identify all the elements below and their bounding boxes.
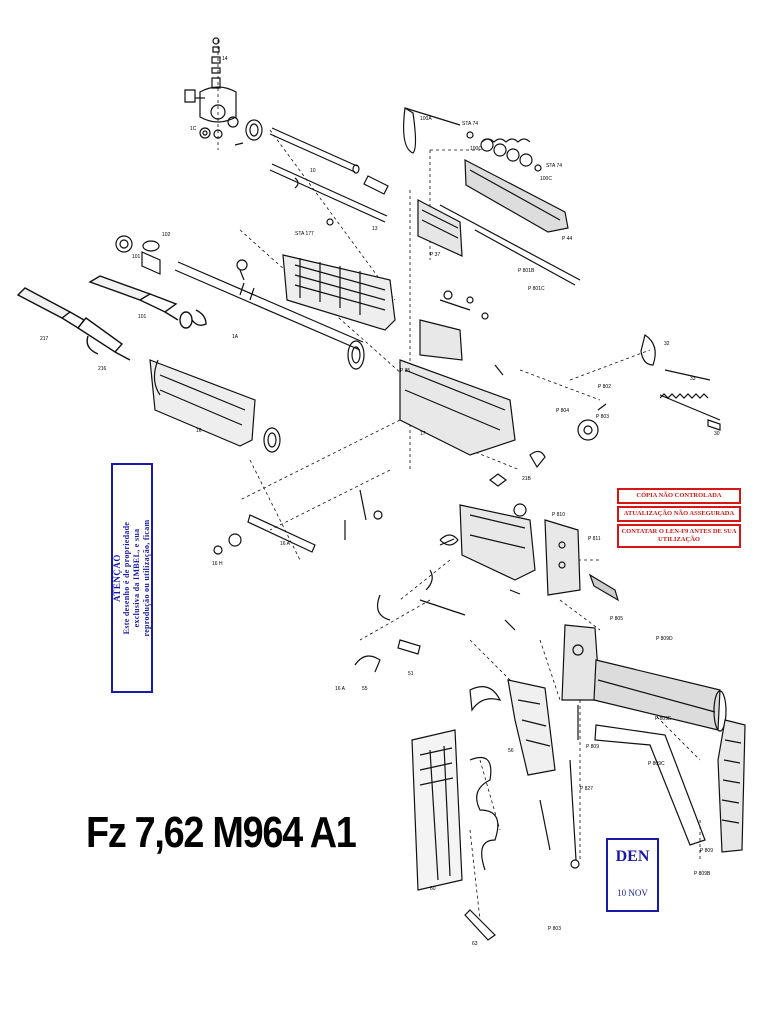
stamp-line: CONTATAR O LEN-F9 ANTES DE SUA UTILIZAÇÃ… [617, 524, 741, 548]
svg-text:P 37: P 37 [430, 252, 440, 258]
gas-cylinder [115, 235, 365, 370]
svg-text:1C: 1C [190, 126, 197, 132]
svg-text:P 811: P 811 [588, 536, 601, 542]
svg-text:STA 74: STA 74 [462, 121, 478, 127]
upper-handguard [282, 254, 396, 331]
front-sight-assembly [184, 37, 244, 146]
svg-text:P 809B: P 809B [694, 871, 711, 877]
svg-text:55: 55 [362, 686, 368, 692]
svg-text:32: 32 [664, 341, 670, 347]
svg-text:16 H: 16 H [212, 561, 223, 567]
svg-text:16 A: 16 A [335, 686, 346, 692]
svg-text:P 801B: P 801B [518, 268, 535, 274]
svg-text:100A: 100A [420, 116, 432, 122]
svg-text:P 803: P 803 [548, 926, 561, 932]
buttstock-parts [539, 624, 746, 869]
svg-text:P 802: P 802 [598, 384, 611, 390]
svg-text:P 827: P 827 [580, 786, 593, 792]
svg-text:P 801C: P 801C [528, 286, 545, 292]
notice-line: exclusiva da IMBEL, e sua [132, 528, 141, 628]
svg-text:P 35: P 35 [400, 368, 410, 374]
svg-text:17: 17 [420, 431, 426, 437]
svg-text:101: 101 [138, 314, 147, 320]
bayonet [16, 275, 207, 361]
svg-text:1A: 1A [232, 334, 239, 340]
notice-heading: ATENÇÃO [112, 554, 122, 602]
den-label: DEN [615, 848, 650, 865]
lower-receiver [354, 473, 581, 673]
svg-text:102: 102 [162, 232, 171, 238]
svg-text:30: 30 [714, 431, 720, 437]
uncontrolled-copy-stamp: CÓPIA NÃO CONTROLADA ATUALIZAÇÃO NÃO ASS… [617, 488, 741, 550]
svg-text:P 809: P 809 [586, 744, 599, 750]
flash-hider-and-tubes [245, 119, 389, 226]
svg-text:P 809E: P 809E [655, 716, 672, 722]
stamp-line: ATUALIZAÇÃO NÃO ASSEGURADA [617, 506, 741, 522]
svg-text:21B: 21B [522, 476, 532, 482]
svg-text:P 809C: P 809C [648, 761, 665, 767]
svg-text:63: 63 [472, 941, 478, 947]
pistol-grip [469, 679, 556, 776]
den-date: 10 NOV [617, 888, 648, 898]
hammer-and-springs [577, 334, 721, 602]
svg-text:P 805: P 805 [610, 616, 623, 622]
svg-text:216: 216 [98, 366, 107, 372]
stamp-line: CÓPIA NÃO CONTROLADA [617, 488, 741, 504]
notice-line: Este desenho é de propriedade [122, 521, 131, 635]
svg-text:14: 14 [222, 56, 228, 62]
carry-handle-and-top-cover [403, 106, 581, 286]
svg-text:100C: 100C [540, 176, 552, 182]
attention-notice: ATENÇÃO Este desenho é de propriedade ex… [111, 463, 153, 693]
svg-text:16: 16 [196, 428, 202, 434]
svg-text:33: 33 [690, 376, 696, 382]
svg-text:56: 56 [508, 748, 514, 754]
notice-line: reprodução ou utilização, ficam [142, 519, 151, 637]
drawing-title: Fz 7,62 M964 A1 [86, 808, 357, 857]
receiver-and-bolt [399, 290, 546, 469]
svg-text:51: 51 [408, 671, 414, 677]
svg-text:60: 60 [430, 886, 436, 892]
den-stamp: DEN 10 NOV [606, 838, 659, 912]
svg-text:P 810: P 810 [552, 512, 565, 518]
svg-text:101: 101 [132, 254, 141, 260]
svg-text:217: 217 [40, 336, 49, 342]
part-number-labels: 14 1C 10 13 102 101 101 217 216 1A STA 1… [40, 56, 720, 947]
svg-text:P 809: P 809 [700, 848, 713, 854]
svg-text:13: 13 [372, 226, 378, 232]
svg-text:STA 177: STA 177 [295, 231, 314, 237]
svg-text:P 809D: P 809D [656, 636, 673, 642]
misc-pins [213, 489, 455, 555]
svg-text:STA 74: STA 74 [546, 163, 562, 169]
svg-text:P 44: P 44 [562, 236, 572, 242]
svg-text:P 803: P 803 [596, 414, 609, 420]
svg-text:P 804: P 804 [556, 408, 569, 414]
lower-handguard [149, 359, 281, 453]
svg-text:16 A: 16 A [280, 541, 291, 547]
svg-text:100C: 100C [470, 146, 482, 152]
magazine [411, 729, 499, 941]
svg-text:10: 10 [310, 168, 316, 174]
